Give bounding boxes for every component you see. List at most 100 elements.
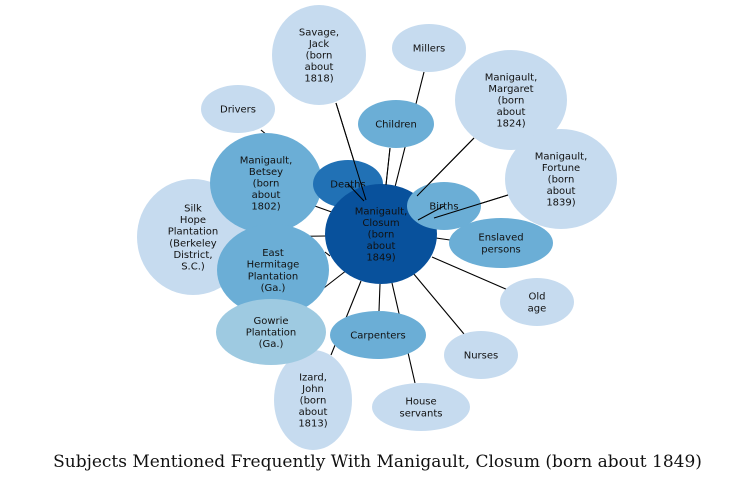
node-silkhope-label: Plantation — [168, 227, 218, 238]
node-nurses-label: Nurses — [464, 351, 499, 362]
node-children-label: Children — [375, 120, 417, 131]
edge-overlay-margaret — [416, 137, 475, 197]
node-easthermitage-label: (Ga.) — [261, 283, 286, 294]
node-closum-label: 1849) — [366, 253, 395, 264]
node-margaret-label: about — [497, 107, 526, 118]
node-fortune-label: (born — [548, 175, 575, 186]
node-silkhope-label: (Berkeley — [169, 238, 217, 249]
node-savage-label: Savage, — [299, 27, 339, 38]
edge-closum-carpenters — [378, 283, 381, 312]
node-drivers[interactable]: Drivers — [201, 85, 275, 133]
node-margaret-label: (born — [498, 96, 525, 107]
node-children[interactable]: Children — [358, 100, 434, 148]
node-drivers-bubble — [201, 85, 275, 133]
node-betsey-label: 1802) — [251, 202, 280, 213]
edge-closum-nurses — [412, 272, 465, 335]
node-silkhope-label: District, — [173, 250, 212, 261]
node-houseservants-label: House — [405, 397, 436, 408]
node-easthermitage-bubble — [217, 224, 329, 316]
node-margaret-label: 1824) — [496, 119, 525, 130]
node-silkhope-label: Hope — [180, 215, 206, 226]
node-silkhope-label: Silk — [184, 204, 202, 215]
node-betsey-bubble — [210, 133, 322, 233]
node-fortune-label: 1839) — [546, 198, 575, 209]
node-savage-label: Jack — [308, 39, 330, 50]
node-millers-label: Millers — [413, 44, 445, 55]
node-margaret-label: Margaret — [488, 84, 533, 95]
node-izard-label: John — [301, 384, 324, 395]
edge-closum-oldage — [431, 256, 509, 291]
node-fortune-label: Manigault, — [535, 151, 588, 162]
node-closum-label: (born — [368, 230, 395, 241]
node-betsey-label: Betsey — [249, 167, 283, 178]
node-closum-label: Manigault, — [355, 206, 408, 217]
node-fortune-label: about — [547, 186, 576, 197]
node-drivers-label: Drivers — [220, 105, 256, 116]
node-savage-label: (born — [306, 51, 333, 62]
node-carpenters-label: Carpenters — [350, 331, 405, 342]
node-carpenters[interactable]: Carpenters — [330, 311, 426, 359]
edge-overlay-births — [417, 205, 445, 221]
node-savage-label: about — [305, 62, 334, 73]
edge-overlay-deaths — [347, 183, 365, 202]
network-diagram: Savage,Jack(bornabout1818)MillersManigau… — [137, 5, 617, 450]
node-closum-label: about — [367, 241, 396, 252]
edge-closum-easthermitage — [324, 251, 331, 257]
node-gowrie-bubble — [216, 299, 326, 365]
node-easthermitage-label: Hermitage — [247, 260, 300, 271]
node-enslaved-label: Enslaved — [478, 233, 523, 244]
node-enslaved-bubble — [449, 218, 553, 268]
diagram-caption: Subjects Mentioned Frequently With Manig… — [53, 452, 702, 472]
node-houseservants-label: servants — [400, 408, 443, 419]
node-houseservants-bubble — [372, 383, 470, 431]
node-betsey-label: (born — [253, 179, 280, 190]
node-betsey-label: about — [252, 190, 281, 201]
node-izard-label: (born — [300, 396, 327, 407]
node-carpenters-bubble — [330, 311, 426, 359]
node-fortune-bubble — [505, 129, 617, 229]
node-gowrie-label: (Ga.) — [259, 339, 284, 350]
node-silkhope-label: S.C.) — [181, 262, 205, 273]
node-fortune-label: Fortune — [542, 163, 580, 174]
node-margaret-bubble — [455, 50, 567, 150]
node-gowrie-label: Plantation — [246, 328, 296, 339]
edge-overlay-fortune — [433, 194, 509, 219]
node-betsey-label: Manigault, — [240, 155, 293, 166]
node-births-label: Births — [429, 202, 458, 213]
node-deaths-label: Deaths — [330, 180, 365, 191]
node-oldage-label: Old — [529, 292, 546, 303]
edge-overlay-savage — [335, 102, 367, 201]
node-millers[interactable]: Millers — [392, 24, 466, 72]
node-savage-bubble — [272, 5, 366, 105]
node-millers-bubble — [392, 24, 466, 72]
edge-closum-enslaved — [435, 237, 451, 241]
nodes-layer: Savage,Jack(bornabout1818)MillersManigau… — [137, 5, 617, 450]
node-oldage-bubble — [500, 278, 574, 326]
node-izard-label: Izard, — [299, 372, 327, 383]
node-oldage-label: age — [528, 303, 547, 314]
node-nurses-bubble — [444, 331, 518, 379]
node-children-bubble — [358, 100, 434, 148]
node-margaret-label: Manigault, — [485, 72, 538, 83]
node-izard-bubble — [274, 350, 352, 450]
node-gowrie-label: Gowrie — [253, 316, 288, 327]
node-easthermitage-label: Plantation — [248, 271, 298, 282]
node-enslaved-label: persons — [481, 244, 521, 255]
node-izard-label: 1813) — [298, 419, 327, 430]
node-closum-label: Closum — [362, 218, 399, 229]
node-nurses[interactable]: Nurses — [444, 331, 518, 379]
node-easthermitage-label: East — [262, 248, 284, 259]
edge-overlay-children — [385, 147, 391, 186]
node-izard-label: about — [299, 407, 328, 418]
node-savage-label: 1818) — [304, 74, 333, 85]
